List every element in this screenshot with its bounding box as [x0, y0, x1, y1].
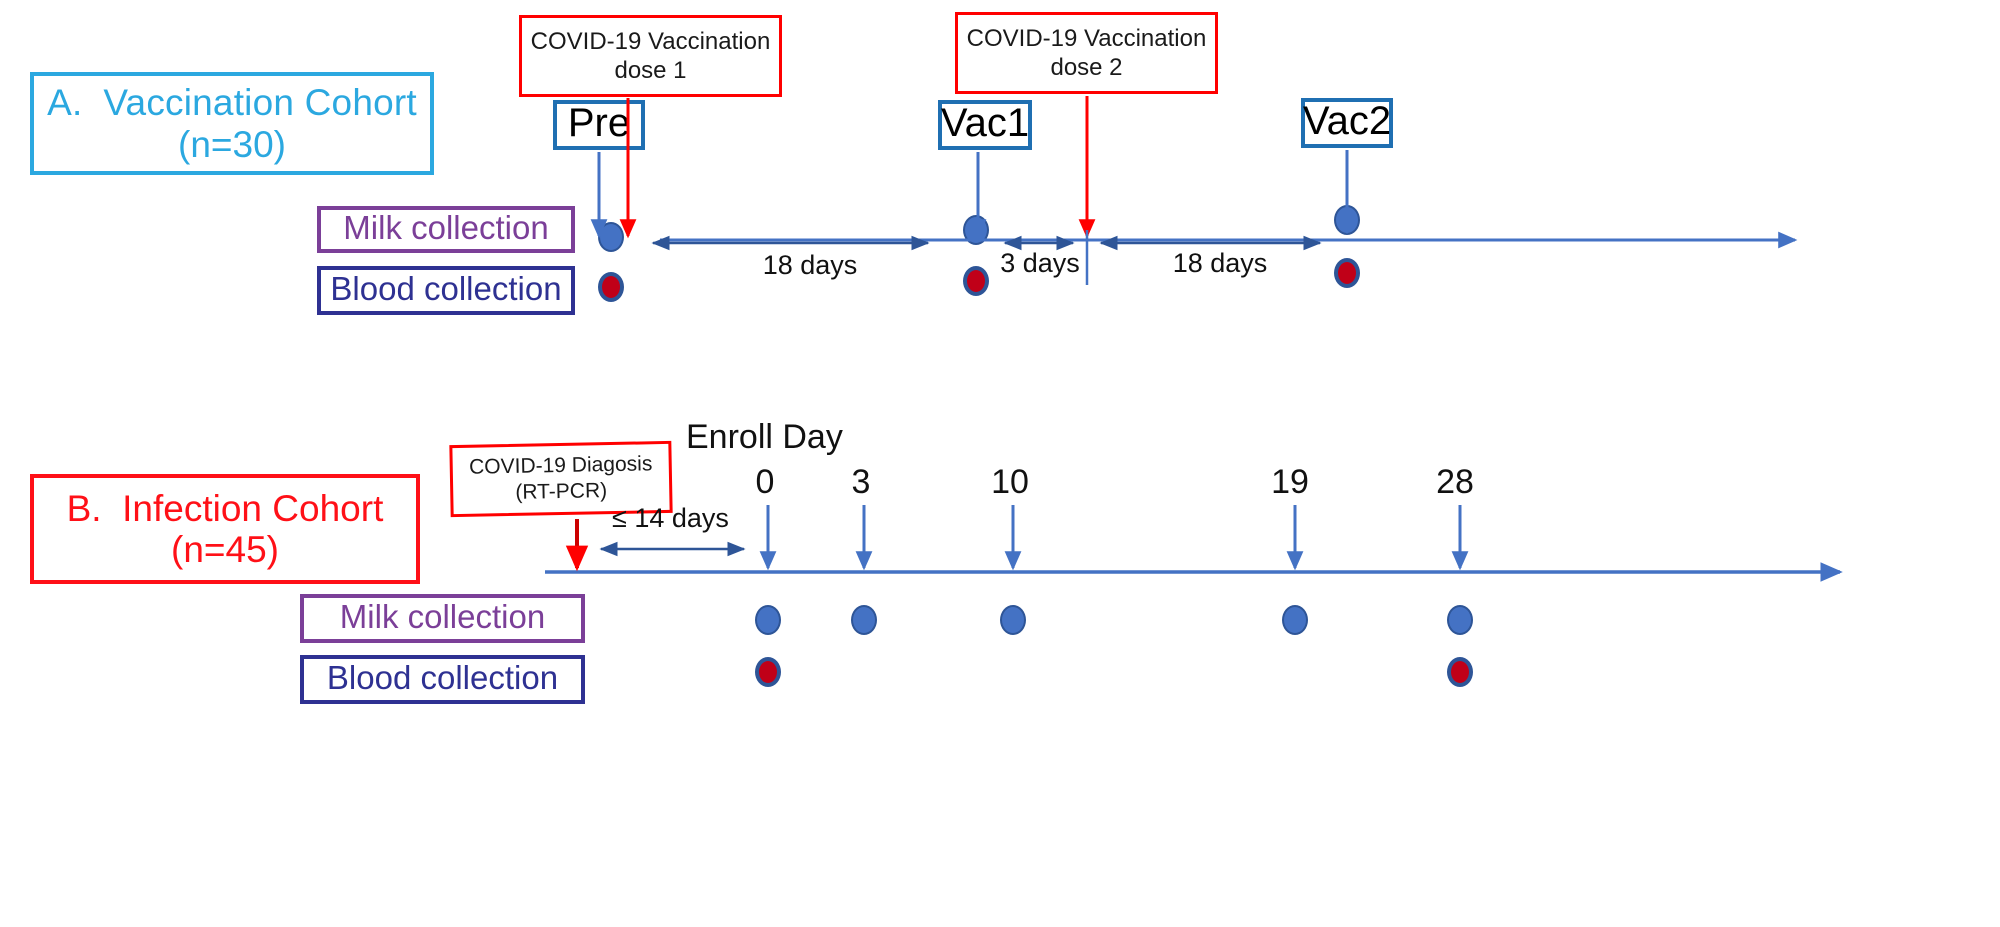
panel-a-title-box: A. Vaccination Cohort (n=30): [30, 72, 434, 175]
dose2-line1: COVID-19 Vaccination: [966, 24, 1207, 52]
milk-marker-pre: [598, 222, 624, 252]
panel-a-title-line1: A. Vaccination Cohort: [47, 82, 417, 124]
day-label-3: 3: [851, 463, 871, 501]
day-label-19: 19: [1271, 463, 1309, 501]
legend-milk-collection-b: Milk collection: [300, 594, 585, 643]
dose1-line2: dose 1: [614, 57, 687, 84]
legend-blood-collection-b: Blood collection: [300, 655, 585, 704]
interval-label-18days-1: 18 days: [762, 250, 858, 280]
panel-b-title-line2: (n=45): [171, 529, 279, 570]
milk-marker-vac1: [963, 215, 989, 245]
diagnosis-line2: (RT-PCR): [515, 479, 608, 504]
milk-marker-day-19: [1282, 605, 1308, 635]
milk-marker-day-10: [1000, 605, 1026, 635]
blood-marker-vac1: [963, 266, 989, 296]
timepoint-vac1: Vac1: [938, 100, 1032, 150]
enroll-day-axis-title: Enroll Day: [686, 418, 843, 456]
milk-marker-vac2: [1334, 205, 1360, 235]
dose1-line1: COVID-19 Vaccination: [530, 27, 771, 55]
blood-marker-vac2: [1334, 258, 1360, 288]
timepoint-pre: Pre: [553, 100, 645, 150]
milk-marker-day-28: [1447, 605, 1473, 635]
milk-marker-day-0: [755, 605, 781, 635]
blood-marker-day-28: [1447, 657, 1473, 687]
diagnosis-line1: COVID-19 Diagosis: [468, 452, 653, 480]
callout-vaccination-dose-2: COVID-19 Vaccination dose 2: [955, 12, 1218, 94]
diagnosis-interval-label: ≤ 14 days: [612, 503, 729, 533]
panel-b-title-box: B. Infection Cohort (n=45): [30, 474, 420, 584]
interval-label-3days: 3 days: [1000, 248, 1080, 278]
milk-marker-day-3: [851, 605, 877, 635]
day-label-28: 28: [1436, 463, 1474, 501]
blood-marker-pre: [598, 272, 624, 302]
callout-vaccination-dose-1: COVID-19 Vaccination dose 1: [519, 15, 782, 97]
interval-label-18days-2: 18 days: [1172, 248, 1268, 278]
day-label-0: 0: [755, 463, 775, 501]
day-label-10: 10: [991, 463, 1029, 501]
blood-marker-day-0: [755, 657, 781, 687]
legend-milk-collection-a: Milk collection: [317, 206, 575, 253]
panel-a-title-line2: (n=30): [178, 123, 286, 165]
panel-b-title-line1: B. Infection Cohort: [66, 487, 384, 529]
dose2-line2: dose 2: [1050, 54, 1123, 81]
legend-blood-collection-a: Blood collection: [317, 266, 575, 315]
timepoint-vac2: Vac2: [1301, 98, 1393, 148]
